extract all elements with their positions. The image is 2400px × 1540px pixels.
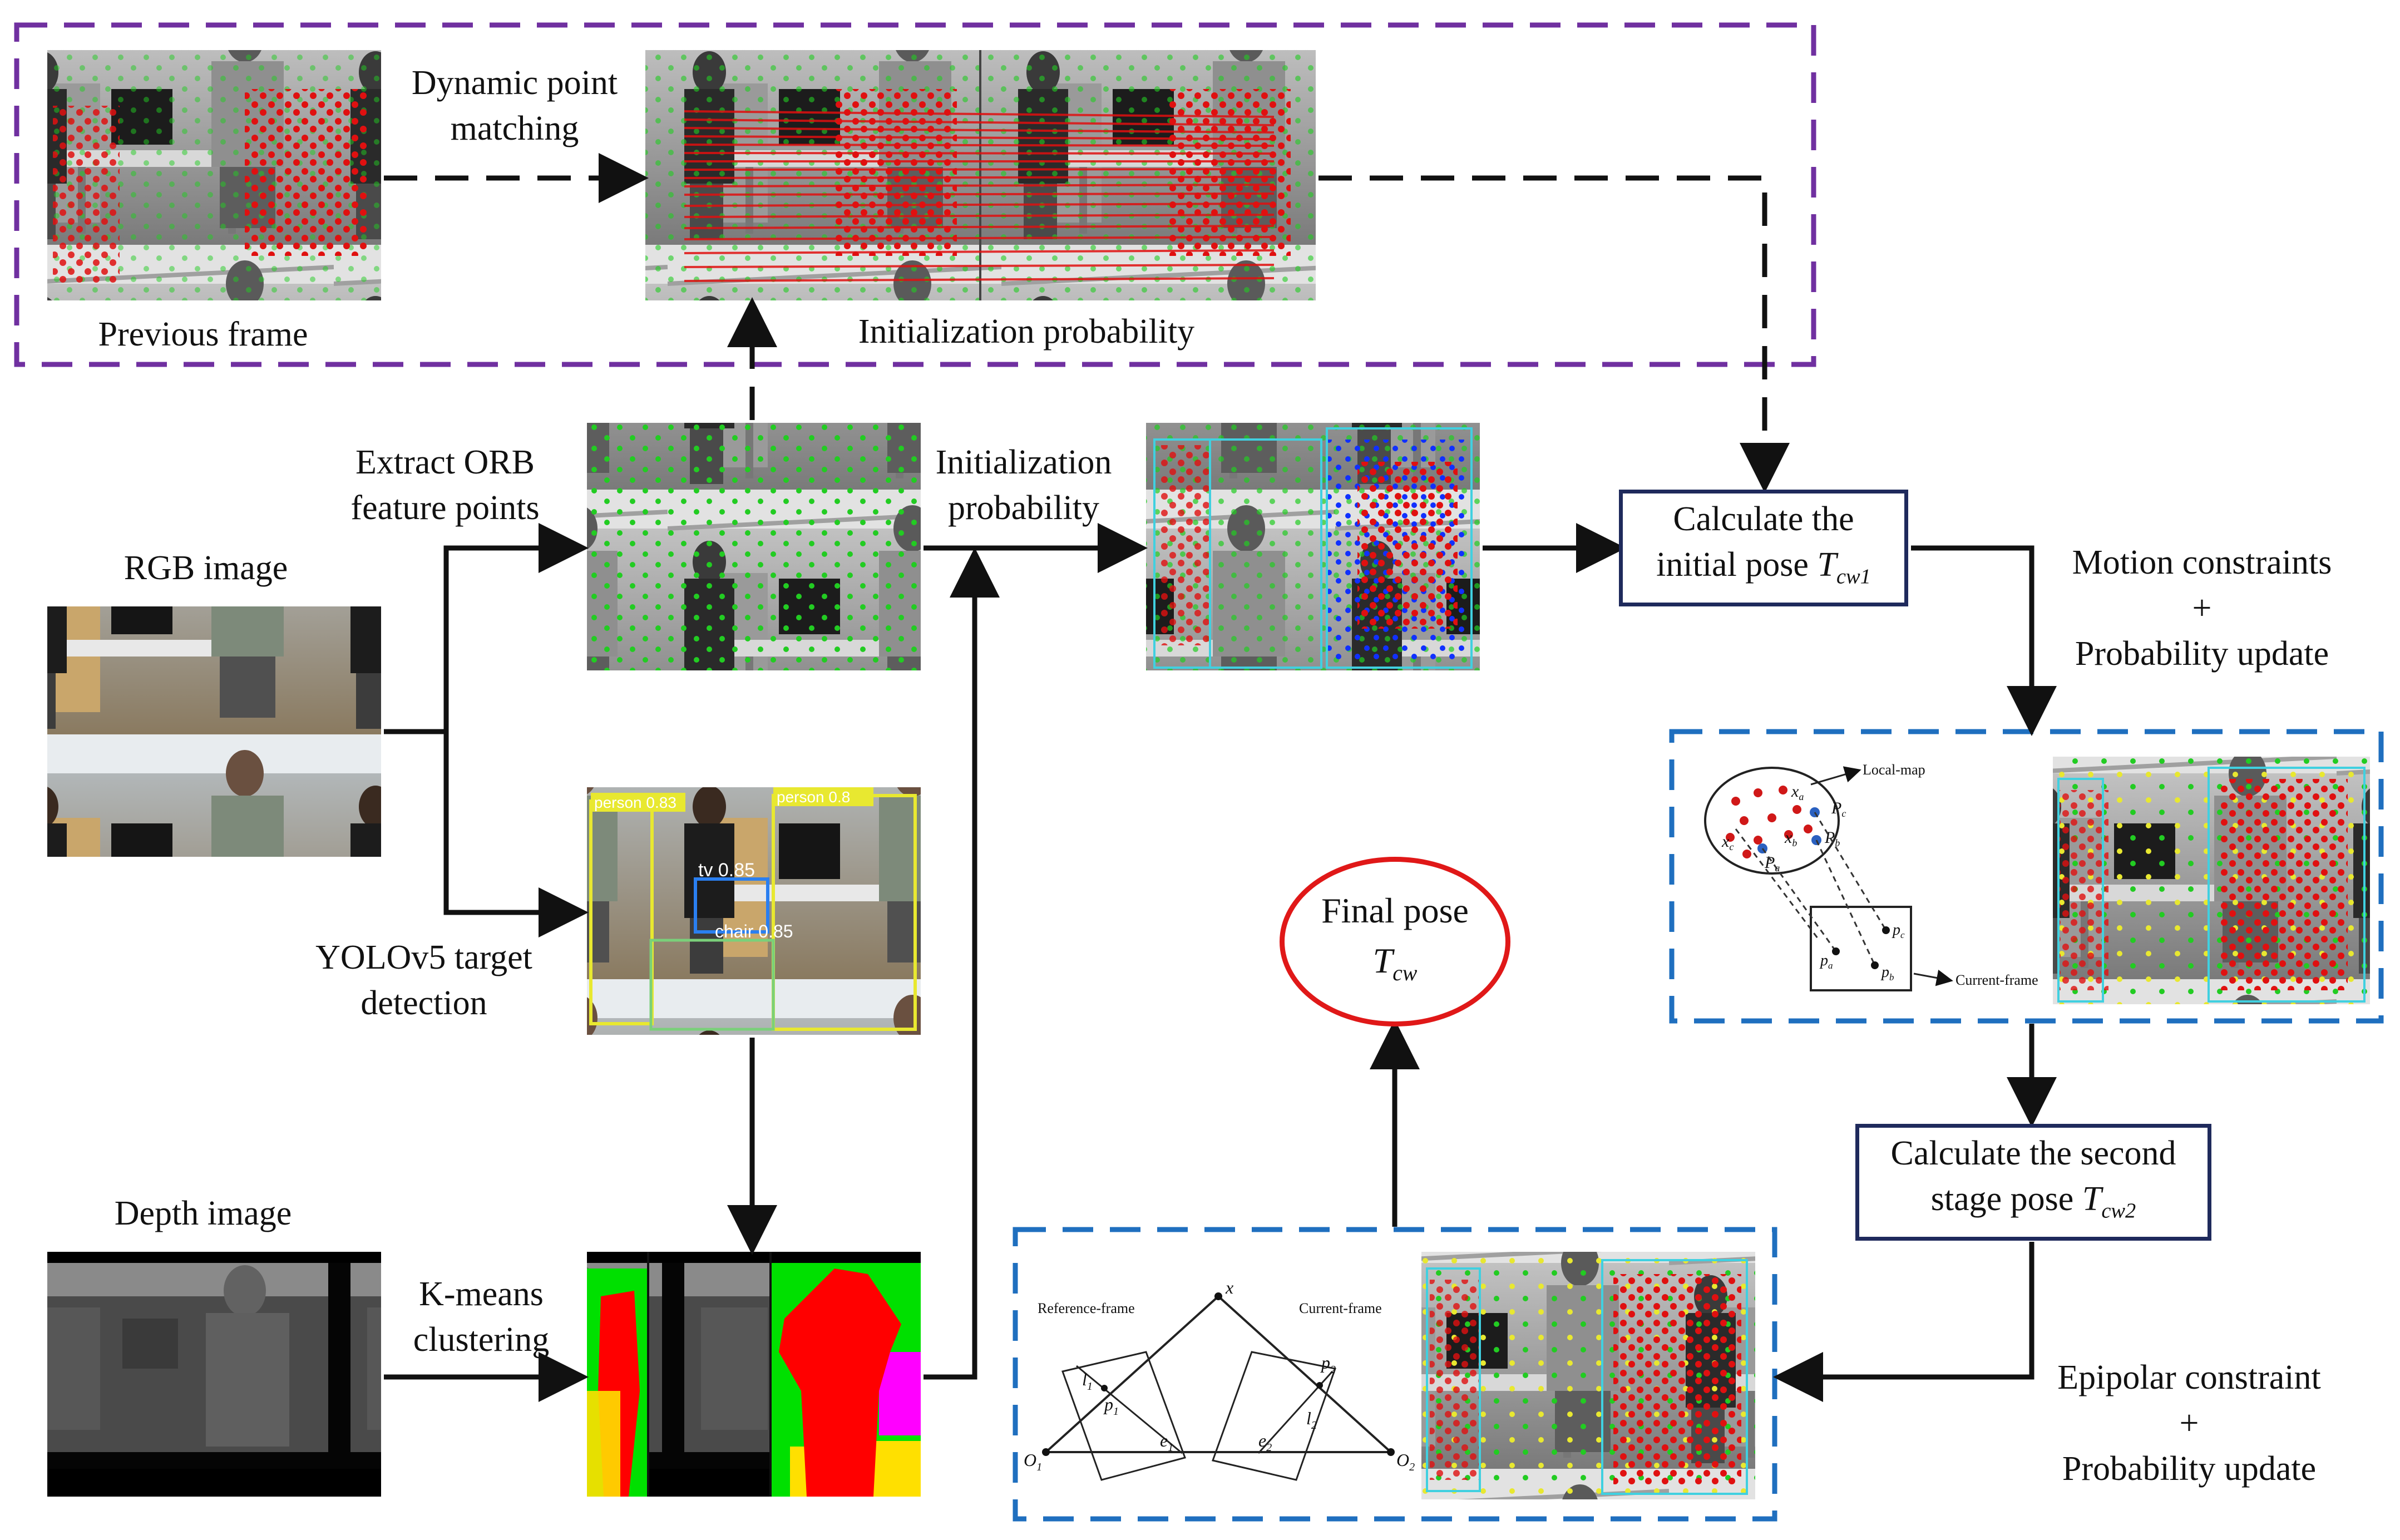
svg-text:O1: O1 [1024,1450,1042,1473]
final-pose-title: Final pose [1321,890,1469,930]
previous-frame-label: Previous frame [98,315,308,353]
svg-text:l2: l2 [1306,1408,1317,1432]
svg-text:Pa: Pa [1764,853,1780,873]
svg-text:O2: O2 [1396,1450,1415,1473]
point-subscript: b [1792,837,1797,848]
dynamic-matching-group [14,22,1816,367]
initial-pose-line2: initial pose Tcw1 [1656,546,1871,589]
local-map-diagram: Local-map xa xb xc Pc Pb Pa pc pb [1704,762,2038,991]
point-label: p [1880,964,1889,981]
epipolar-symbol: e [1160,1430,1168,1450]
dynamic-point-matching-label: Dynamic point matching [411,64,618,147]
svg-text:p1: p1 [1103,1394,1119,1418]
arrow-rgb-to-orb [384,523,589,734]
epipolar-subscript: 2 [1409,1461,1415,1473]
epipolar-symbol: l [1082,1369,1087,1389]
epipolar-symbol: p [1103,1394,1113,1414]
point-subscript: b [1889,972,1894,983]
motion-result-image [2053,757,2370,1004]
epipolar-symbol: e [1258,1430,1266,1450]
final-pose-symbol: Tcw [1372,940,1418,985]
epipolar-symbol: l [1306,1408,1311,1428]
depth-image-label: Depth image [114,1195,292,1232]
epipolar-result-image [1421,1252,1755,1499]
svg-text:p2: p2 [1320,1353,1336,1376]
previous-frame-image [47,50,381,300]
kmeans-label: K-means clustering [413,1275,550,1359]
second-stage-pose-box: Calculate the second stage pose Tcw2 [1855,1124,2211,1241]
reference-frame-label: Reference-frame [1038,1300,1135,1316]
epipolar-subscript: 1 [1168,1442,1173,1454]
orb-features-image [587,423,921,670]
arrow-kmeans-to-probability [924,547,1000,1380]
initial-pose-box: Calculate the initial pose Tcw1 [1619,490,1908,606]
arrow-initial-pose-to-motion [1911,545,2057,736]
svg-text:xc: xc [1721,832,1734,852]
point-label: x [1784,828,1792,847]
epipolar-subscript: 1 [1113,1405,1119,1418]
point-subscript: a [1799,791,1804,802]
detection-label: tv 0.85 [698,860,755,881]
svg-text:Pc: Pc [1831,799,1846,819]
svg-text:xb: xb [1784,828,1797,848]
epipolar-symbol: O [1024,1450,1036,1470]
point-subscript: a [1775,862,1780,873]
final-pose-ellipse: Final pose Tcw [1280,857,1510,1026]
point-subscript: c [1729,841,1734,852]
current-frame-label: Current-frame [1299,1300,1382,1316]
epipolar-symbol: p [1320,1353,1330,1373]
svg-text:e1: e1 [1160,1430,1173,1454]
epipolar-subscript: 2 [1330,1364,1336,1376]
second-stage-pose-line1: Calculate the second [1890,1134,2176,1173]
local-map-title: Local-map [1863,762,1925,778]
svg-text:pa: pa [1819,952,1833,971]
epipolar-subscript: 2 [1266,1442,1272,1454]
current-frame-label: Current-frame [1955,972,2038,988]
svg-text:pb: pb [1880,964,1894,983]
epipolar-constraint-label: Epipolar constraint + Probability update [2057,1359,2321,1488]
svg-text:e2: e2 [1258,1430,1272,1454]
point-subscript: b [1835,837,1840,848]
motion-constraints-label: Motion constraints + Probability update [2072,544,2332,673]
point-label: x [1791,782,1799,801]
point-label: P [1764,853,1775,872]
point-subscript: a [1828,960,1833,971]
yolo-detection-image: person 0.83 person 0.8 tv 0.85 chair 0.8… [587,787,921,1035]
matching-image [645,50,1316,300]
arrow-second-pose-to-epipolar [1773,1242,2034,1402]
initialization-probability-mid-label: Initialization probability [935,443,1112,527]
probability-image [1146,423,1480,670]
point-label: P [1831,799,1841,817]
point-label: p [1892,921,1900,939]
svg-text:xa: xa [1791,782,1804,802]
epipolar-subscript: 1 [1087,1380,1093,1393]
detection-label: person 0.8 [777,788,850,806]
arrow-rgb-to-yolo [443,732,589,937]
svg-text:pc: pc [1892,921,1905,940]
rgb-image [47,606,381,857]
epipolar-subscript: 2 [1311,1419,1317,1432]
detection-label: chair 0.85 [715,921,793,941]
point-label: p [1819,952,1828,969]
second-stage-pose-line2: stage pose Tcw2 [1930,1180,2136,1223]
world-point-label: x [1225,1277,1233,1297]
svg-text:x: x [1225,1277,1233,1297]
epipolar-symbol: O [1396,1450,1409,1470]
point-subscript: c [1900,930,1905,940]
initialization-probability-top-label: Initialization probability [858,313,1195,351]
kmeans-image [587,1252,921,1497]
extract-orb-label: Extract ORB feature points [350,443,540,527]
epipolar-subscript: 1 [1036,1461,1042,1473]
point-label: x [1721,832,1730,851]
svg-text:l1: l1 [1082,1369,1093,1393]
rgb-image-label: RGB image [124,549,288,587]
yolov5-label: YOLOv5 target detection [315,939,532,1022]
depth-image [47,1252,381,1497]
detection-label: person 0.83 [594,794,676,811]
initial-pose-line1: Calculate the [1673,500,1854,539]
point-subscript: c [1841,808,1846,819]
epipolar-geometry-diagram: Reference-frame Current-frame x O1 O2 l1… [1024,1277,1415,1481]
